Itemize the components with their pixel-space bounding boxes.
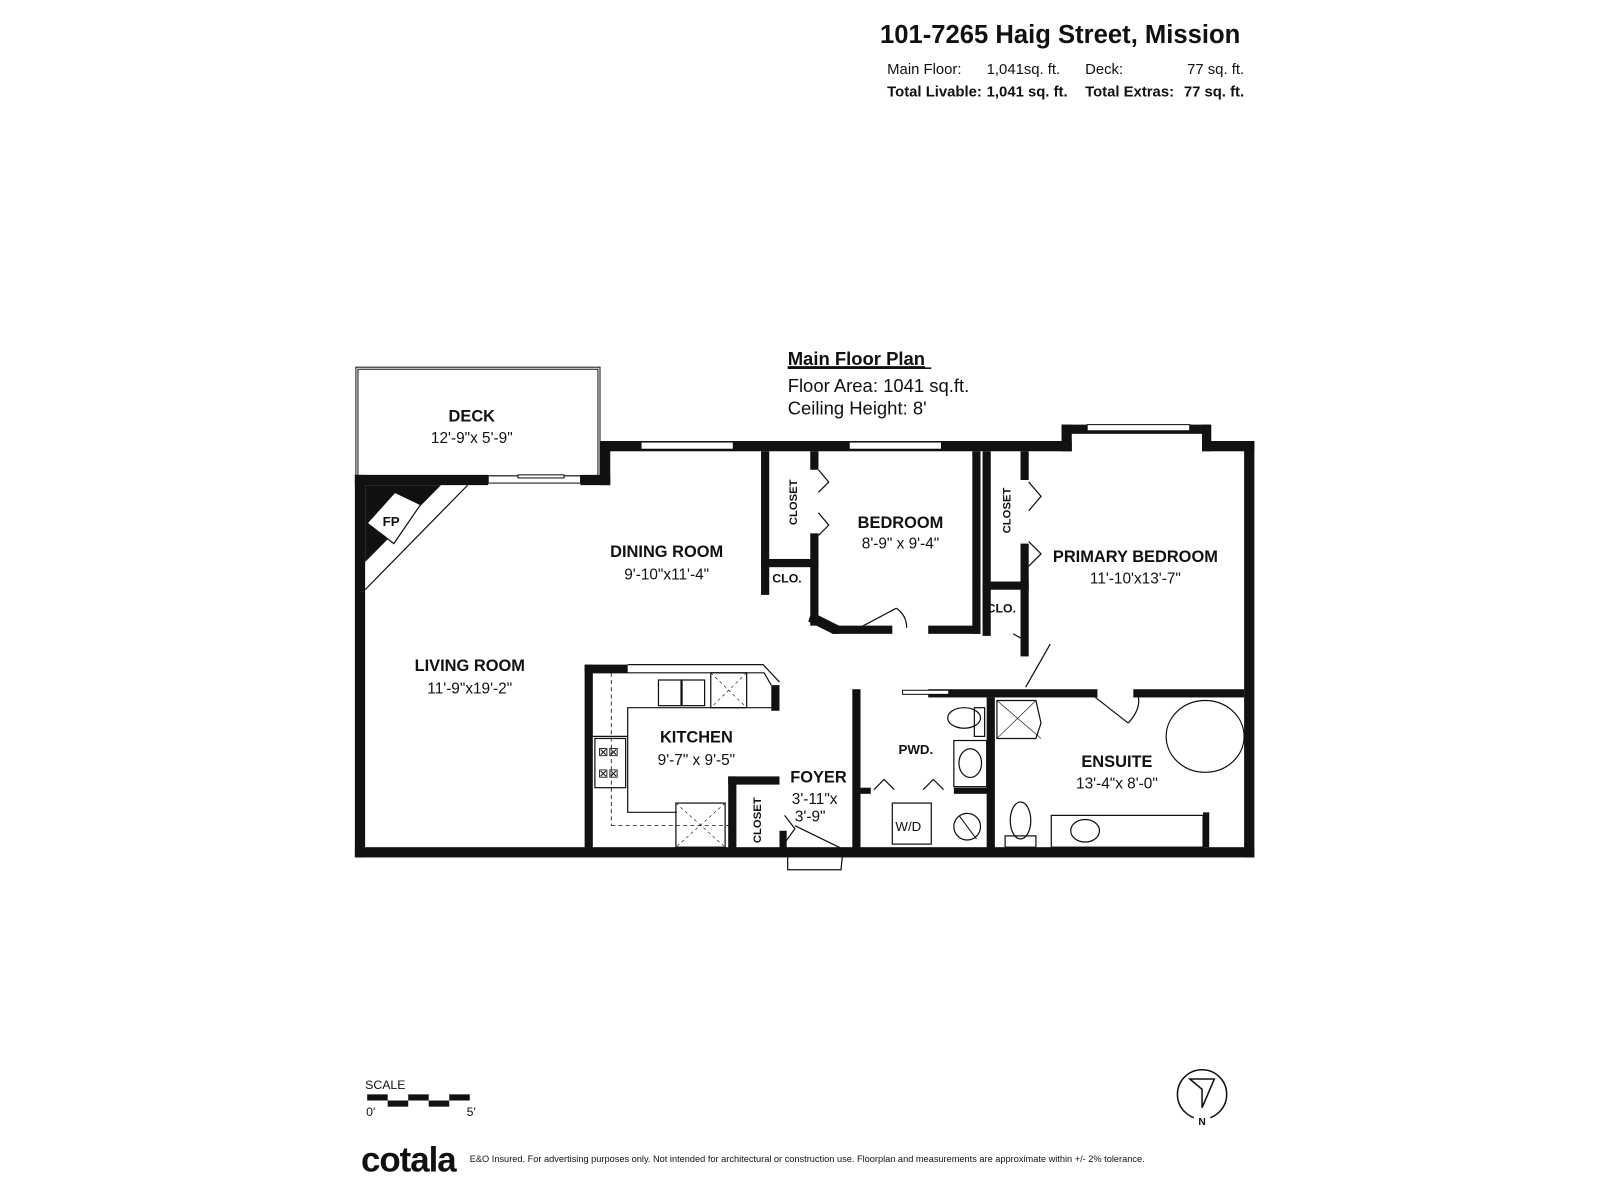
closet-label: CLOSET [752,797,764,843]
stove [594,737,627,789]
entry-door [794,825,844,850]
disclaimer: E&O Insured. For advertising purposes on… [470,1154,1145,1164]
deck-name: DECK [449,408,496,426]
powder-room-name: PWD. [898,742,933,757]
toilet [1009,801,1032,840]
deck-value: 77 sq. ft. [1187,62,1244,78]
deck-dims: 12'-9"x 5'-9" [431,430,513,447]
floor-plan-drawing: FP CLOSET CLO. CLOSET CLO. [354,366,1255,871]
total-livable-label: Total Livable: [887,84,982,100]
clo-label: CLO. [772,572,801,586]
primary-bedroom-dims: 11'-10'x13'-7" [1090,571,1181,588]
toilet [947,707,982,729]
svg-text:⊠⊠: ⊠⊠ [598,766,619,780]
cotala-logo: cotala [361,1140,457,1179]
shower [996,699,1042,740]
window [848,441,943,450]
bedroom-name: BEDROOM [858,514,944,532]
fireplace [366,491,422,545]
sink [657,679,682,707]
foyer-dims-2: 3'-9" [795,809,826,826]
living-room-dims: 11'-9"x19'-2" [427,680,512,697]
main-floor-value: 1,041sq. ft. [987,62,1061,78]
washer-dryer [891,802,932,845]
water-heater [953,812,982,841]
living-room-name: LIVING ROOM [415,657,525,675]
window [1086,424,1191,432]
scale-end: 5' [467,1105,476,1119]
plan-title: Main Floor Plan [788,348,925,369]
dining-room-dims: 9'-10"x11'-4" [624,566,709,583]
vanity [1050,814,1204,848]
fridge [675,802,726,848]
ensuite-name: ENSUITE [1081,753,1152,771]
closet-label: CLOSET [1001,488,1013,534]
foyer-name: FOYER [790,769,847,787]
washer-dryer-label: W/D [895,819,921,834]
north-label: N [1198,1117,1205,1128]
main-floor-label: Main Floor: [887,62,961,78]
floor-area: Floor Area: 1041 sq.ft. [788,375,970,396]
deck-label: Deck: [1085,62,1123,78]
dishwasher [710,672,748,709]
dining-room-name: DINING ROOM [610,543,723,561]
total-extras-value: 77 sq. ft. [1184,84,1244,100]
north-arrow-icon: N [1176,1068,1228,1128]
sink [953,739,988,788]
ensuite-dims: 13'-4"x 8'-0" [1076,776,1158,793]
scale-start: 0' [366,1105,375,1119]
primary-bedroom-name: PRIMARY BEDROOM [1053,548,1218,566]
window [640,441,734,450]
room-labels: DECK 12'-9"x 5'-9" DINING ROOM 9'-10"x11… [415,408,1218,826]
total-extras-label: Total Extras: [1085,84,1174,100]
scale-label: SCALE [365,1078,405,1092]
clo-label: CLO. [987,601,1016,615]
kitchen-dims: 9'-7" x 9'-5" [658,752,735,769]
fireplace-label: FP [383,514,400,529]
property-address-title: 101-7265 Haig Street, Mission [880,21,1240,49]
bathtub [1165,699,1245,773]
kitchen-name: KITCHEN [660,729,733,747]
ceiling-height: Ceiling Height: 8' [788,397,927,418]
foyer-dims-1: 3'-11"x [792,791,838,808]
total-livable-value: 1,041 sq. ft. [987,84,1068,100]
svg-text:⊠⊠: ⊠⊠ [598,745,619,759]
scale-bar: SCALE 0' 5' [365,1078,476,1119]
bedroom-dims: 8'-9" x 9'-4" [862,536,939,553]
closet-label: CLOSET [788,479,800,525]
